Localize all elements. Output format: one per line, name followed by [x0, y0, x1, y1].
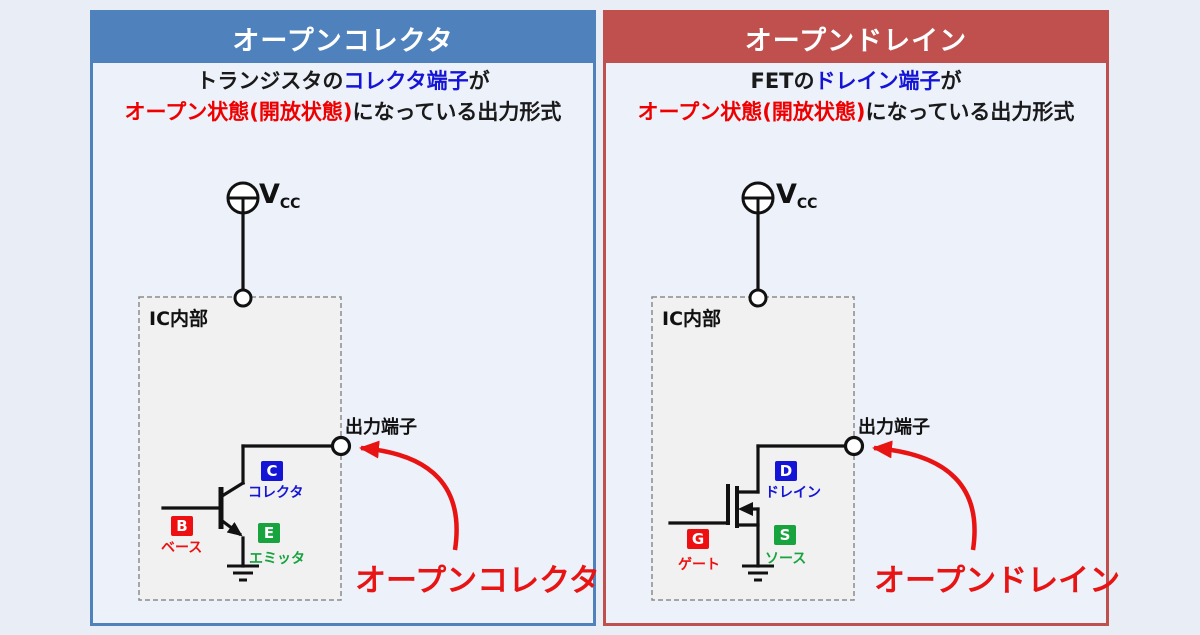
ground-symbol [227, 564, 259, 582]
panel-title: オープンコレクタ [232, 25, 454, 57]
desc-line1-highlight-blue: ドレイン端子 [814, 69, 941, 93]
panel-open-collector: オープンコレクタ トランジスタのコレクタ端子が オープン状態(開放状態)になって… [90, 10, 600, 626]
vcc-label: VCC [259, 179, 301, 212]
desc-line2-post: になっている出力形式 [865, 100, 1075, 124]
pin-name-base: ベース [161, 540, 203, 556]
ic-internal-label: IC内部 [149, 308, 209, 330]
panel-header-open-drain: オープンドレイン [606, 13, 1106, 63]
vcc-terminal-circle [233, 288, 253, 308]
vcc-label: VCC [776, 179, 818, 212]
ground-symbol [742, 564, 774, 582]
desc-line1-pre: FETの [750, 69, 815, 93]
panel-body-open-collector: トランジスタのコレクタ端子が オープン状態(開放状態)になっている出力形式 [93, 63, 600, 623]
annotation-open-collector: オープンコレクタ [355, 563, 600, 599]
desc-line1-post: が [940, 69, 962, 93]
vcc-terminal-circle [748, 288, 768, 308]
panel-title: オープンドレイン [744, 25, 968, 57]
pin-box-drain: D [775, 461, 797, 481]
circuit-diagram-open-drain [651, 181, 977, 601]
vcc-power-icon [741, 181, 775, 215]
circuit-wires [161, 211, 337, 568]
pin-box-gate: G [687, 529, 709, 549]
desc-line2-post: になっている出力形式 [352, 100, 562, 124]
annotation-arrow [872, 440, 977, 551]
panel-header-open-collector: オープンコレクタ [93, 13, 593, 63]
output-terminal-label: 出力端子 [858, 417, 930, 438]
output-terminal-circle [843, 435, 865, 457]
pin-box-source: S [774, 525, 796, 545]
output-terminal-label: 出力端子 [345, 417, 417, 438]
nmos-fet-symbol [726, 484, 753, 528]
desc-line2-highlight-red: オープン状態(開放状態) [124, 100, 353, 124]
pin-box-emitter: E [258, 523, 280, 543]
circuit-wires [668, 211, 850, 568]
pin-box-base: B [171, 516, 193, 536]
desc-line1-post: が [468, 69, 490, 93]
panel-body-open-drain: FETのドレイン端子が オープン状態(開放状態)になっている出力形式 [606, 63, 1120, 623]
description: トランジスタのコレクタ端子が オープン状態(開放状態)になっている出力形式 [93, 66, 593, 128]
pin-name-gate: ゲート [678, 557, 720, 573]
npn-transistor-symbol [218, 487, 243, 537]
annotation-open-drain: オープンドレイン [874, 563, 1121, 599]
pin-name-drain: ドレイン [765, 485, 821, 501]
circuit-diagram-open-collector [138, 181, 459, 601]
desc-line1-highlight-blue: コレクタ端子 [343, 69, 469, 93]
output-terminal-circle [330, 435, 352, 457]
ic-internal-label: IC内部 [662, 308, 722, 330]
pin-box-collector: C [261, 461, 283, 481]
description: FETのドレイン端子が オープン状態(開放状態)になっている出力形式 [606, 66, 1106, 128]
panel-open-drain: オープンドレイン FETのドレイン端子が オープン状態(開放状態)になっている出… [603, 10, 1120, 626]
pin-name-emitter: エミッタ [249, 551, 305, 567]
pin-name-collector: コレクタ [248, 485, 304, 501]
vcc-power-icon [226, 181, 260, 215]
ic-internal-box [651, 296, 855, 601]
annotation-arrow [359, 440, 459, 551]
desc-line2-highlight-red: オープン状態(開放状態) [637, 100, 866, 124]
pin-name-source: ソース [765, 551, 807, 567]
desc-line1-pre: トランジスタの [196, 69, 344, 93]
